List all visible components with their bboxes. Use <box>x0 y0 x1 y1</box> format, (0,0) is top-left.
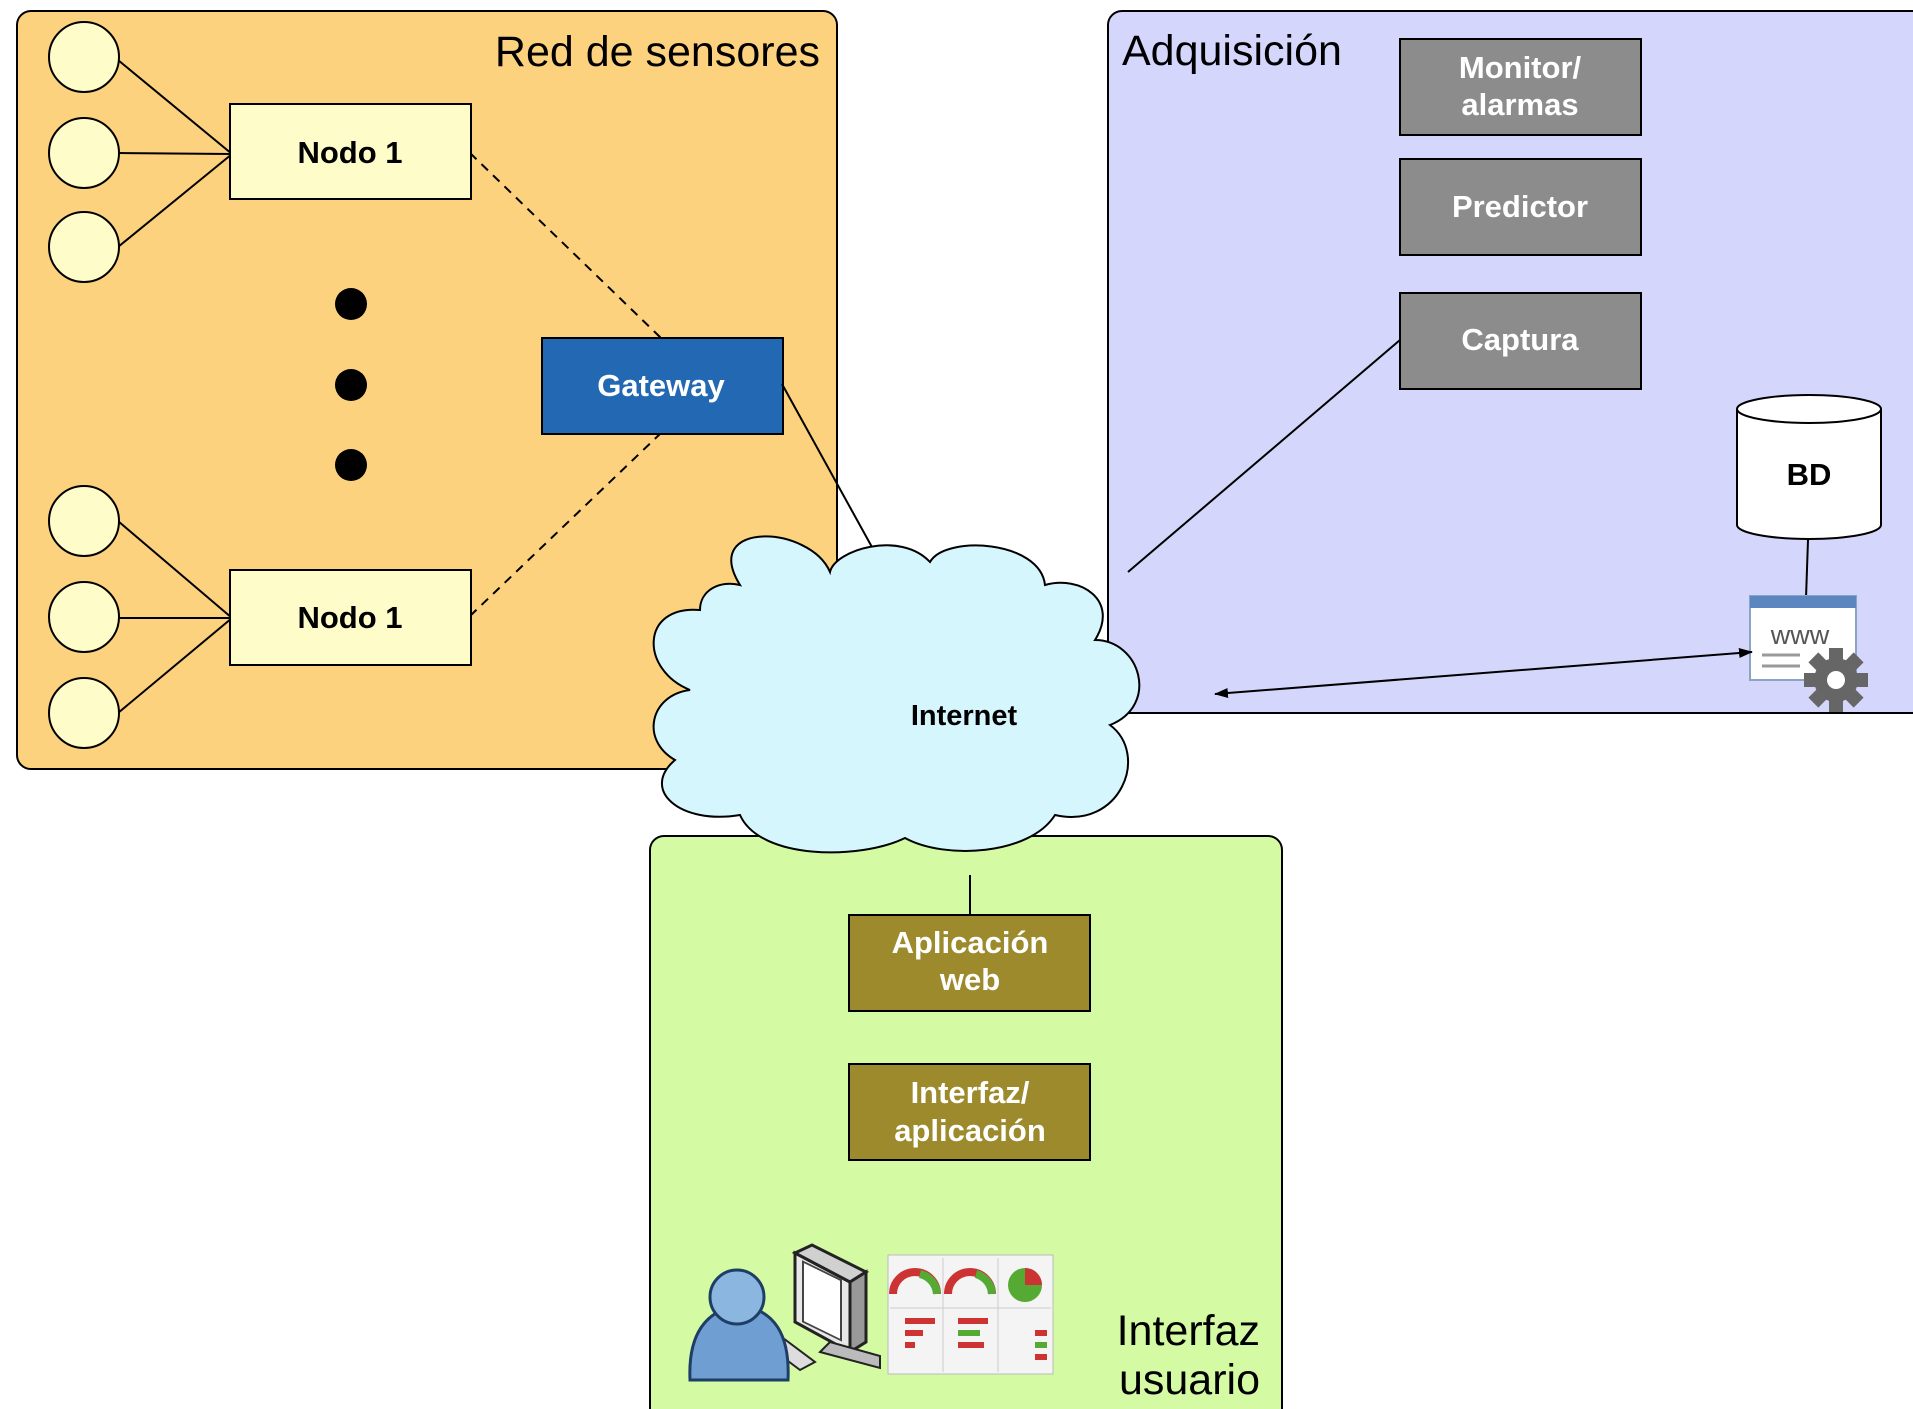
sensor-circle-icon <box>48 21 120 93</box>
web-app-label-line1: Aplicación <box>892 925 1049 960</box>
web-app-box: Aplicación web <box>848 914 1091 1012</box>
sensor-circle-icon <box>48 211 120 283</box>
user-computer-icon <box>688 1243 881 1382</box>
node-label: Nodo 1 <box>297 135 402 170</box>
predictor-box: Predictor <box>1399 158 1642 256</box>
node-gateway-links <box>469 152 662 617</box>
monitor-label-line2: alarmas <box>1461 87 1578 122</box>
interface-app-box: Interfaz/ aplicación <box>848 1063 1091 1161</box>
gateway-box: Gateway <box>541 337 784 435</box>
interface-app-label-line1: Interfaz/ <box>911 1075 1030 1110</box>
gateway-label: Gateway <box>597 368 725 403</box>
sensor-circle-icon <box>48 485 120 557</box>
cloud-webserver-arrow <box>1214 648 1753 698</box>
user-interface-title-line2: usuario <box>1119 1356 1260 1404</box>
node-box: Nodo 1 <box>229 103 472 200</box>
monitor-label-line1: Monitor/ <box>1459 50 1582 85</box>
sensor-circle-icon <box>48 117 120 189</box>
sensors <box>48 21 120 749</box>
internet-label: Internet <box>911 700 1018 732</box>
database-label: BD <box>1787 457 1832 492</box>
dashboard-screenshot-icon <box>887 1254 1054 1375</box>
ellipsis-dots <box>335 288 367 481</box>
interface-app-label-line2: aplicación <box>894 1113 1046 1148</box>
predictor-label: Predictor <box>1452 189 1588 224</box>
sensor-network-panel <box>16 10 838 770</box>
capture-box: Captura <box>1399 292 1642 390</box>
monitor-alarms-box: Monitor/ alarmas <box>1399 38 1642 136</box>
www-server-gear-icon: www <box>1749 595 1868 712</box>
user-interface-title-line1: Interfaz <box>1117 1307 1260 1355</box>
internet-cloud: Internet <box>652 535 1141 854</box>
sensor-circle-icon <box>48 581 120 653</box>
database-icon: BD <box>1736 394 1882 540</box>
acquisition-title: Adquisición <box>1122 27 1342 75</box>
www-text: www <box>1770 620 1830 650</box>
node-label: Nodo 1 <box>297 600 402 635</box>
node-box: Nodo 1 <box>229 569 472 666</box>
capture-label: Captura <box>1461 322 1579 357</box>
sensor-links <box>117 59 233 714</box>
sensor-network-title: Red de sensores <box>495 28 820 76</box>
cloud-links <box>781 339 1809 916</box>
web-app-label-line2: web <box>939 962 1000 997</box>
sensor-circle-icon <box>48 677 120 749</box>
